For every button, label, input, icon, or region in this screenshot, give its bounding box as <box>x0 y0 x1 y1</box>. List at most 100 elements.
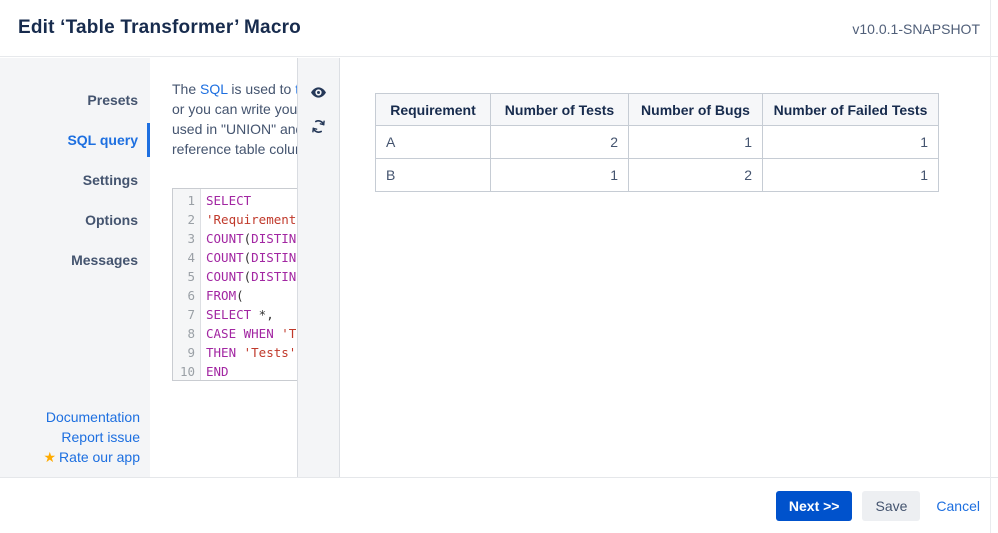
description-line: reference table colum <box>172 139 298 159</box>
description-line: The SQL is used to tr <box>172 79 297 99</box>
code-line: 4 COUNT(DISTIN <box>173 248 297 267</box>
code-token: END <box>206 364 229 379</box>
code-token: ( <box>243 231 252 246</box>
code-text: COUNT(DISTIN <box>201 267 296 286</box>
description-text: or you can write your <box>172 101 298 117</box>
code-line: 2 'Requirement <box>173 210 297 229</box>
line-number: 9 <box>187 345 195 360</box>
code-token: COUNT <box>206 231 244 246</box>
line-number: 8 <box>187 326 195 341</box>
description-line: or you can write your <box>172 99 298 119</box>
description-link[interactable]: SQL <box>200 81 228 97</box>
next-button[interactable]: Next >> <box>775 491 853 521</box>
line-number: 1 <box>187 193 195 208</box>
link-documentation[interactable]: Documentation <box>45 409 140 425</box>
editor-gutter <box>173 189 201 380</box>
code-line: 9 THEN 'Tests' <box>173 343 297 362</box>
line-number: 5 <box>187 269 195 284</box>
sidebar-item-messages[interactable]: Messages <box>71 252 138 268</box>
line-number: 4 <box>187 250 195 265</box>
sidebar-item-options[interactable]: Options <box>85 212 138 228</box>
code-line: 3 COUNT(DISTIN <box>173 229 297 248</box>
code-token: *, <box>251 307 274 322</box>
code-text: COUNT(DISTIN <box>201 229 296 248</box>
save-button[interactable]: Save <box>862 491 921 521</box>
code-token: SELECT <box>206 307 252 322</box>
sidebar-item-settings[interactable]: Settings <box>82 172 138 188</box>
table-cell: 1 <box>628 125 763 159</box>
table-cell: A <box>375 125 491 159</box>
code-text: FROM( <box>201 286 244 305</box>
description-text: used in "UNION" and <box>172 121 298 137</box>
code-token: COUNT <box>206 250 244 265</box>
sidebar-item-sql-query[interactable]: SQL query <box>0 120 150 160</box>
code-token: DISTIN <box>251 231 297 246</box>
link-report-issue[interactable]: Report issue <box>61 429 140 445</box>
line-number: 2 <box>187 212 195 227</box>
code-line: 1 SELECT <box>173 191 297 210</box>
table-cell: 2 <box>628 158 763 192</box>
sql-query-panel: The SQL is used to tr or you can write yo… <box>150 58 298 477</box>
description-text: is used to <box>227 81 296 97</box>
code-line: 7 SELECT *, <box>173 305 297 324</box>
version-label: v10.0.1-SNAPSHOT <box>852 21 980 37</box>
code-token: DISTIN <box>251 250 297 265</box>
code-text: CASE WHEN 'T <box>201 324 296 343</box>
description-text: The <box>172 81 201 97</box>
code-line: 8 CASE WHEN 'T <box>173 324 297 343</box>
dialog-footer: Next >> Save Cancel <box>0 479 998 533</box>
header-cell: Number of Bugs <box>628 93 763 126</box>
line-number: 6 <box>187 288 195 303</box>
code-token: ( <box>243 269 252 284</box>
sidebar-item-presets[interactable]: Presets <box>87 92 138 108</box>
table-cell: 2 <box>490 125 629 159</box>
eye-icon[interactable] <box>309 82 329 102</box>
code-token: THEN <box>206 345 237 360</box>
code-token: SELECT <box>206 193 252 208</box>
header-cell: Number of Failed Tests <box>762 93 939 126</box>
header-cell: Requirement <box>375 93 491 126</box>
line-number: 7 <box>187 307 195 322</box>
dialog-header: Edit ‘Table Transformer’ Macro v10.0.1-S… <box>0 0 998 57</box>
code-text: SELECT <box>201 191 251 210</box>
code-text: END <box>201 362 229 381</box>
code-token: DISTIN <box>251 269 297 284</box>
code-line: 5 COUNT(DISTIN <box>173 267 297 286</box>
refresh-icon[interactable] <box>309 116 329 136</box>
code-token: ( <box>236 288 244 303</box>
code-token: ( <box>243 250 252 265</box>
description-link[interactable]: tr <box>295 81 297 97</box>
line-number: 3 <box>187 231 195 246</box>
link-rate-our-app[interactable]: Rate our app <box>59 449 140 465</box>
cancel-link[interactable]: Cancel <box>936 498 980 514</box>
description-text: reference table colum <box>172 141 298 157</box>
code-line: 10 END <box>173 362 297 381</box>
dialog-edge-divider <box>990 0 991 533</box>
code-token: 'T <box>273 326 297 341</box>
code-line: 6 FROM( <box>173 286 297 305</box>
code-token: COUNT <box>206 269 244 284</box>
table-cell: B <box>375 158 491 192</box>
code-text: SELECT *, <box>201 305 274 324</box>
sidebar-link-row: Report issue <box>0 427 150 447</box>
table-cell: 1 <box>762 125 939 159</box>
code-token: 'Tests' <box>236 345 297 360</box>
description-line: used in "UNION" and <box>172 119 298 139</box>
sql-description: The SQL is used to tr or you can write yo… <box>172 79 298 159</box>
line-number: 10 <box>179 364 195 379</box>
table-cell: 1 <box>762 158 939 192</box>
code-text: 'Requirement <box>201 210 296 229</box>
code-token: FROM <box>206 288 237 303</box>
code-token: 'Requirement <box>206 212 297 227</box>
